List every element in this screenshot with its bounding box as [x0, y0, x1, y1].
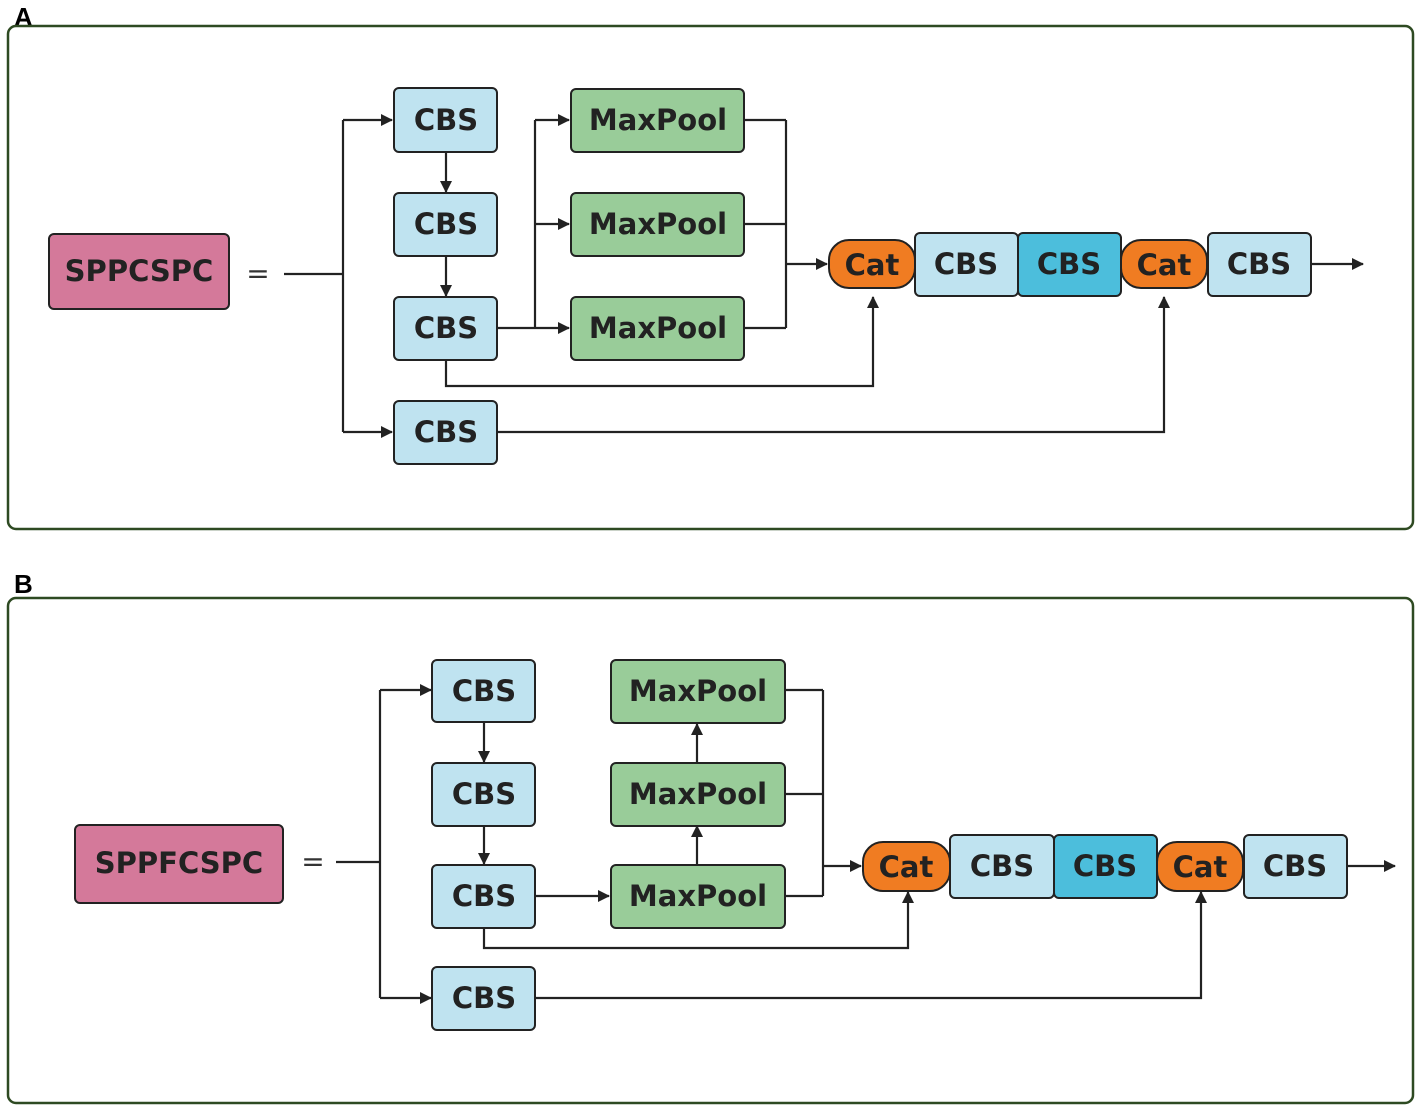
panel-a-chain-cbs-3: CBS: [1207, 232, 1312, 297]
panel-a-cbs-3-label: CBS: [414, 311, 478, 345]
panel-b-cat-1: Cat: [862, 841, 951, 892]
panel-b-maxpool-3: MaxPool: [610, 864, 786, 929]
panel-b-cat-1-label: Cat: [879, 850, 934, 884]
panel-a-module-block: SPPCSPC: [48, 233, 230, 310]
panel-a-chain-cbs-1-label: CBS: [934, 247, 998, 281]
panel-b-maxpool-3-label: MaxPool: [629, 879, 767, 913]
panel-a-cbs-1-label: CBS: [414, 103, 478, 137]
panel-b-maxpool-1: MaxPool: [610, 659, 786, 724]
panel-a-maxpool-3-label: MaxPool: [589, 311, 727, 345]
panel-b-cbs-1: CBS: [431, 659, 536, 723]
panel-b-maxpool-2-label: MaxPool: [629, 777, 767, 811]
panel-a-cbs-4-label: CBS: [414, 415, 478, 449]
panel-b-chain-cbs-1-label: CBS: [970, 849, 1034, 883]
panel-a-maxpool-1-label: MaxPool: [589, 103, 727, 137]
panel-b-chain-cbs-1: CBS: [949, 834, 1055, 899]
panel-a-cat-1-label: Cat: [845, 248, 900, 282]
panel-a-cat-1: Cat: [828, 239, 916, 289]
panel-b-cbs-2: CBS: [431, 762, 536, 827]
panel-a-cbs-3: CBS: [393, 296, 498, 361]
panel-b-cbs-1-label: CBS: [452, 674, 516, 708]
panel-a-maxpool-2-label: MaxPool: [589, 207, 727, 241]
panel-a-cat-2-label: Cat: [1137, 248, 1192, 282]
panel-b-cbs-3-label: CBS: [452, 879, 516, 913]
panel-a-connectors: [284, 114, 1364, 438]
panel-a-chain-cbs-1: CBS: [914, 232, 1019, 297]
panel-a-maxpool-1: MaxPool: [570, 88, 745, 153]
panel-b-cbs-2-label: CBS: [452, 777, 516, 811]
panel-b-connectors: [336, 684, 1396, 1004]
panel-b-label: B: [14, 569, 33, 599]
panel-a-frame: [6, 24, 1415, 531]
panel-a-cbs-4: CBS: [393, 400, 498, 465]
panel-b-maxpool-2: MaxPool: [610, 762, 786, 827]
panel-a-equals: =: [246, 257, 269, 290]
panel-a-cbs-2-label: CBS: [414, 207, 478, 241]
panel-a-maxpool-3: MaxPool: [570, 296, 745, 361]
panel-b-frame: [6, 596, 1415, 1105]
panel-b-cbs-3: CBS: [431, 864, 536, 929]
panel-a-cbs-1: CBS: [393, 87, 498, 153]
panel-b-chain-cbs-2-label: CBS: [1073, 849, 1137, 883]
panel-b-maxpool-1-label: MaxPool: [629, 674, 767, 708]
panel-b-cat-2-label: Cat: [1173, 850, 1228, 884]
panel-b-chain-cbs-3-label: CBS: [1263, 849, 1327, 883]
panel-a-label: A: [14, 2, 33, 32]
panel-a-maxpool-2: MaxPool: [570, 192, 745, 257]
panel-a-cbs-2: CBS: [393, 192, 498, 257]
panel-b-module-label: SPPFCSPC: [95, 846, 263, 880]
panel-b-chain-cbs-2: CBS: [1053, 834, 1158, 899]
panel-b-cbs-4: CBS: [431, 966, 536, 1031]
panel-b-chain-cbs-3: CBS: [1243, 834, 1348, 899]
panel-a-chain-cbs-3-label: CBS: [1227, 247, 1291, 281]
panel-a-module-label: SPPCSPC: [65, 254, 214, 288]
panel-b-equals: =: [301, 845, 324, 878]
panel-b-cbs-4-label: CBS: [452, 981, 516, 1015]
panel-b-module-block: SPPFCSPC: [74, 824, 284, 904]
panel-a-chain-cbs-2: CBS: [1017, 232, 1122, 297]
panel-b-cat-2: Cat: [1156, 841, 1244, 892]
panel-a-chain-cbs-2-label: CBS: [1037, 247, 1101, 281]
panel-a-cat-2: Cat: [1120, 239, 1208, 289]
